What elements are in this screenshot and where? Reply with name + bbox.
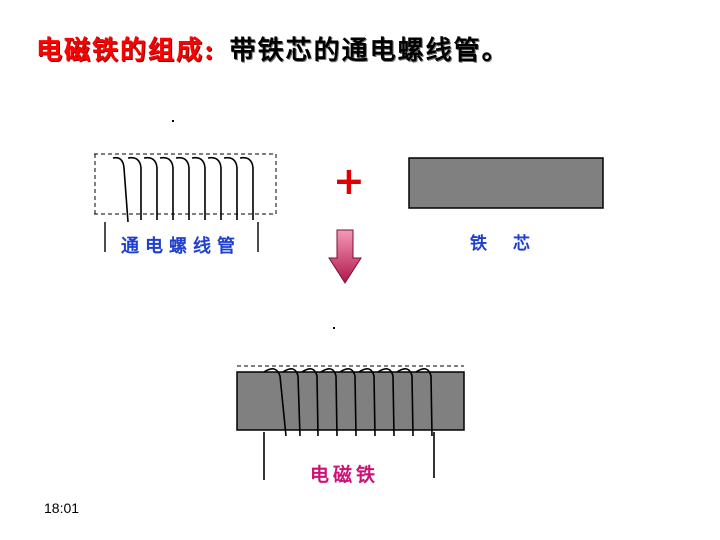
down-arrow-icon <box>328 229 362 284</box>
timestamp: 18:01 <box>44 500 80 516</box>
electromagnet-drawing <box>236 365 465 480</box>
label-iron-core: 铁芯 <box>470 234 556 254</box>
solenoid-drawing <box>94 153 277 252</box>
label-electromagnet: 电磁铁 <box>310 464 380 486</box>
page-title: 电磁铁的组成: 带铁芯的通电螺线管。 <box>36 30 510 67</box>
title-part-definition: 带铁芯的通电螺线管。 <box>229 36 510 66</box>
stray-dot <box>333 327 335 329</box>
plus-sign: + <box>333 159 365 203</box>
label-solenoid: 通电螺线管 <box>121 236 241 257</box>
stray-dot <box>172 120 174 122</box>
electromagnet-core <box>236 371 465 431</box>
title-part-components: 电磁铁的组成: <box>36 36 216 66</box>
iron-core <box>408 157 604 209</box>
